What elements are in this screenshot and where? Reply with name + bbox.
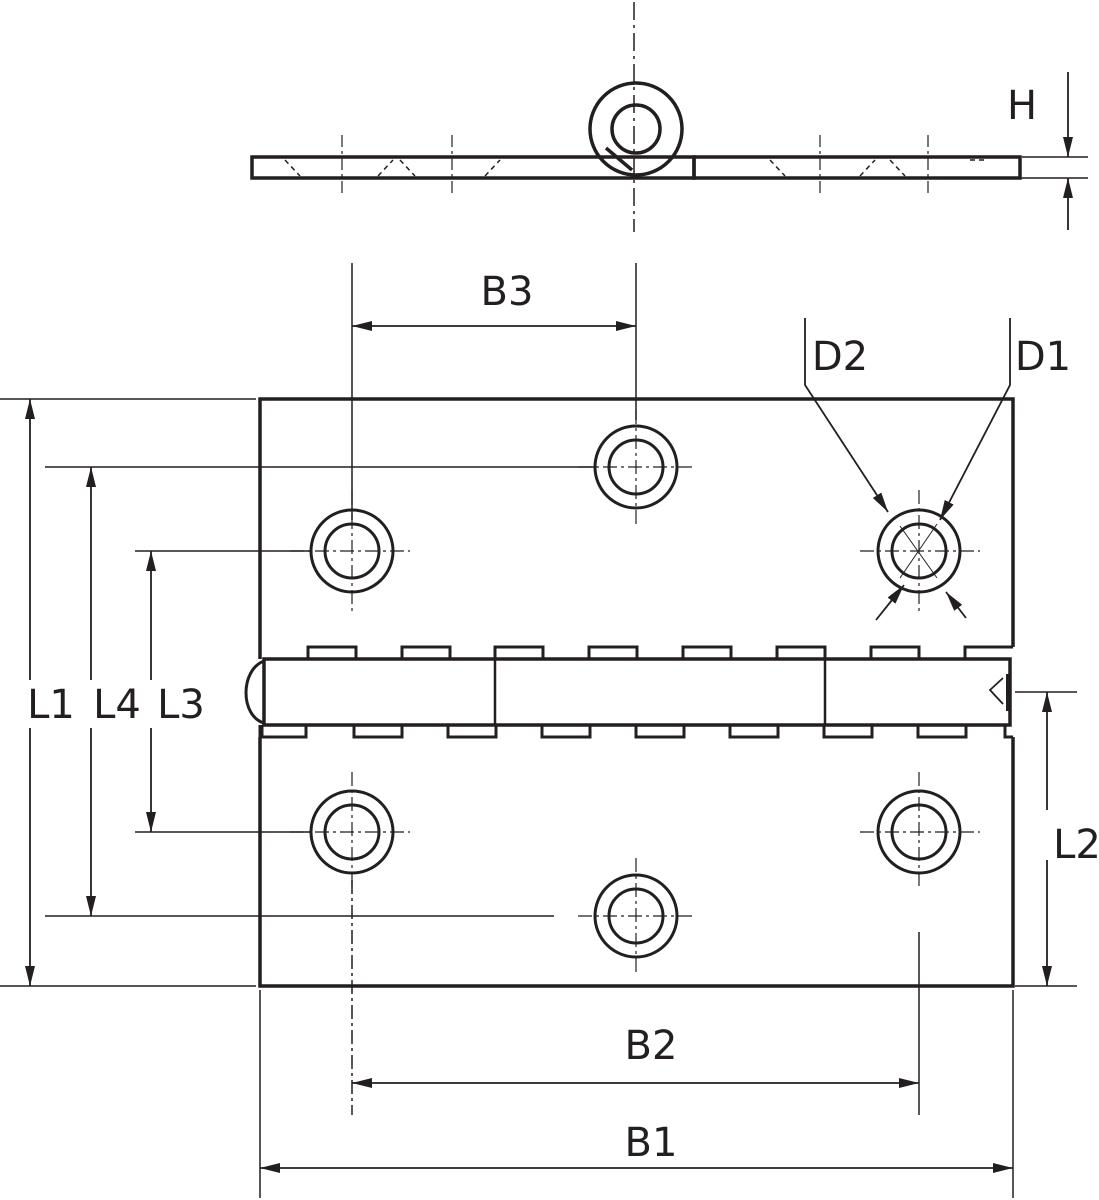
dimension-d1: D1 bbox=[939, 318, 1071, 619]
barrel-pin-end bbox=[988, 677, 1004, 705]
label-l2: L2 bbox=[1053, 822, 1099, 868]
dimension-b3: B3 bbox=[351, 263, 637, 520]
dimension-l4: L4 bbox=[45, 466, 596, 917]
label-d2: D2 bbox=[812, 334, 868, 380]
label-h: H bbox=[1007, 83, 1037, 129]
label-b1: B1 bbox=[625, 1120, 678, 1166]
top-leaf-knuckles bbox=[306, 645, 1013, 659]
side-view-hole-centerlines bbox=[341, 135, 929, 195]
dimension-l2: L2 bbox=[1015, 691, 1099, 987]
hole-top-right bbox=[876, 508, 962, 594]
hinge-barrel bbox=[262, 657, 1012, 727]
bottom-leaf-outline bbox=[258, 737, 1015, 988]
side-view: H bbox=[250, 2, 1088, 232]
side-view-knuckle-seam bbox=[604, 146, 634, 172]
side-view-right-leaf bbox=[692, 155, 1022, 180]
side-view-countersinks bbox=[284, 159, 985, 177]
bottom-leaf-knuckles bbox=[258, 725, 1013, 739]
label-d1: D1 bbox=[1015, 334, 1071, 380]
dimension-l1: L1 bbox=[0, 398, 256, 987]
dimension-b1: B1 bbox=[259, 990, 1014, 1198]
label-b2: B2 bbox=[625, 1023, 678, 1069]
label-b3: B3 bbox=[481, 269, 534, 315]
side-view-knuckle-inner bbox=[610, 103, 662, 155]
label-l3: L3 bbox=[157, 682, 205, 728]
front-view bbox=[244, 397, 1015, 988]
dimension-l3: L3 bbox=[135, 550, 312, 833]
label-l1: L1 bbox=[27, 682, 75, 728]
hole-bottom-right bbox=[876, 789, 962, 875]
dimension-b2: B2 bbox=[351, 880, 920, 1115]
side-view-knuckle-outer bbox=[588, 81, 684, 177]
dimension-d2: D2 bbox=[804, 318, 905, 621]
hole-bottom-center bbox=[593, 873, 679, 959]
barrel-pin-head bbox=[244, 659, 265, 725]
dimension-h: H bbox=[945, 72, 1088, 230]
label-l4: L4 bbox=[93, 682, 141, 728]
